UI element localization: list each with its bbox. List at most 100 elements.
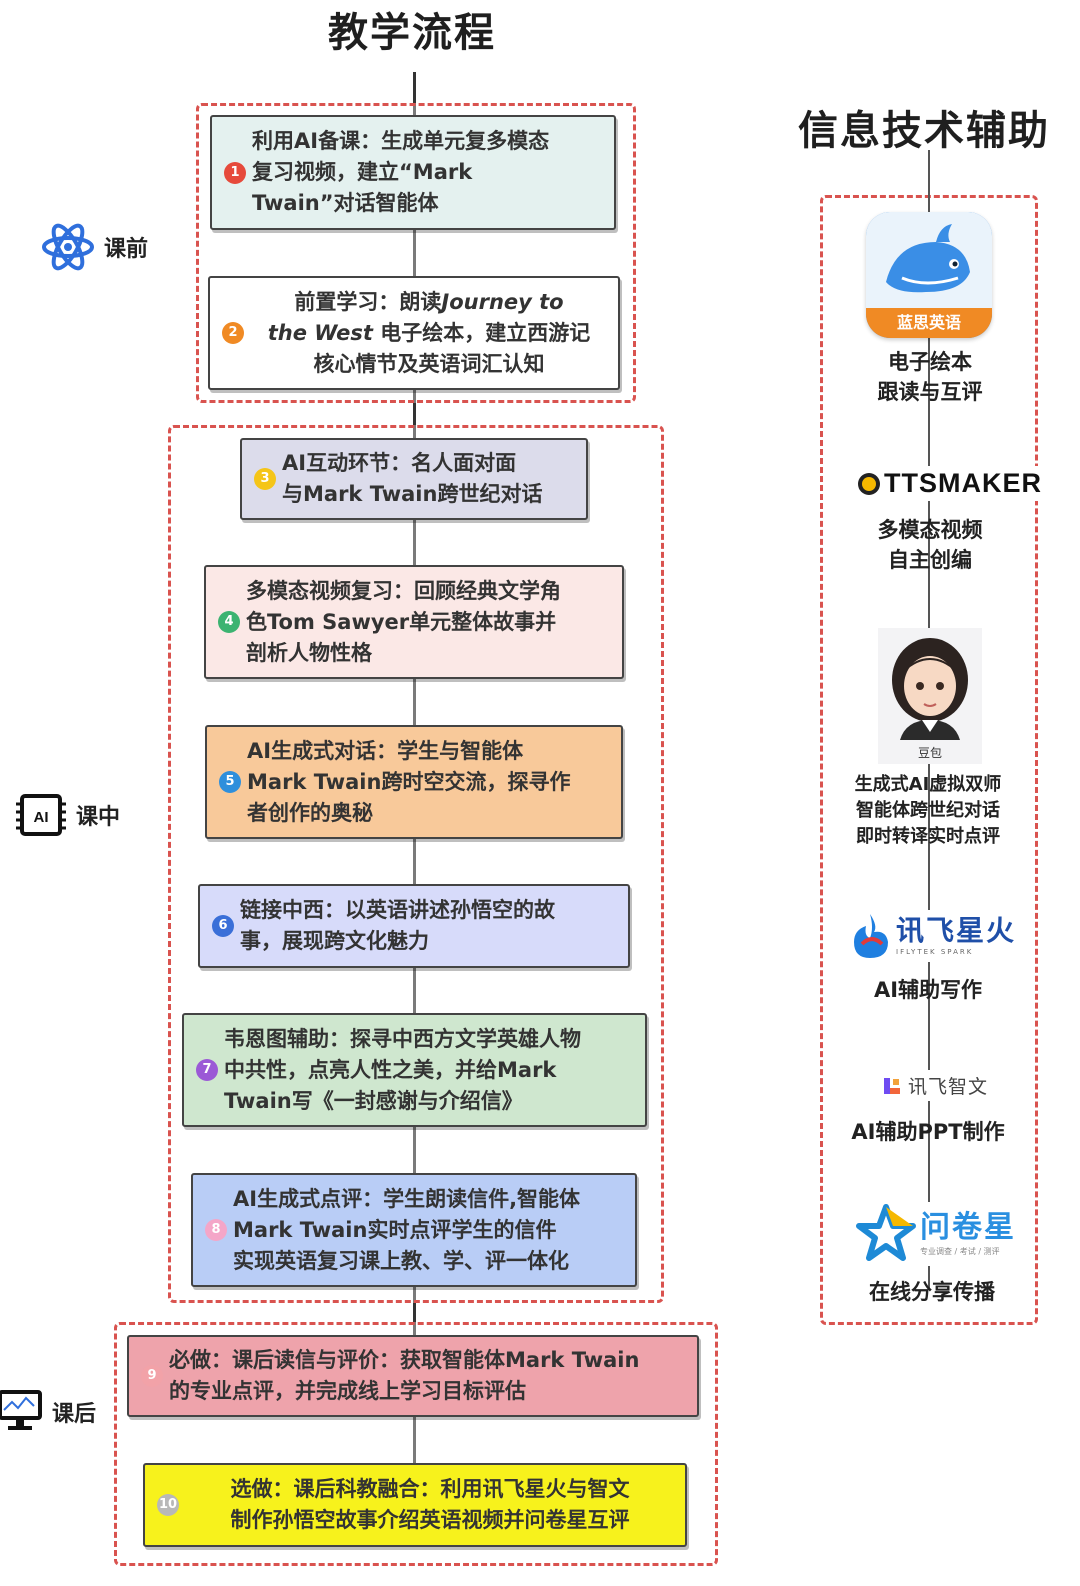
tool-lansi-logo-text: 蓝思英语 — [866, 308, 992, 338]
step-1-text: 利用AI备课：生成单元复多模态 复习视频，建立“Mark Twain”对话智能体 — [252, 126, 604, 219]
phase-post: 课后 — [0, 1388, 96, 1436]
tool-ttsmaker-caption-1: 多模态视频 — [877, 518, 983, 542]
step-1-line1: 利用AI备课：生成单元复多模态 — [252, 129, 550, 153]
step-2-line2b: 电子绘本，建立西游记 — [380, 320, 591, 345]
phase-pre-label: 课前 — [104, 237, 149, 262]
avatar-icon — [892, 638, 968, 740]
phase-in: AI 课中 — [14, 790, 120, 840]
tool-lansi-caption-1: 电子绘本 — [888, 350, 972, 374]
step-2-text: 前置学习：朗读Journey to the West 电子绘本，建立西游记 核心… — [250, 287, 608, 380]
step-7-line2: 中共性，点亮人性之美，并给Mark — [224, 1057, 557, 1082]
step-number-7: 7 — [196, 1059, 218, 1081]
step-1-line2: 复习视频，建立“Mark — [252, 160, 473, 184]
step-number-9: 9 — [141, 1365, 163, 1387]
step-6-line1: 链接中西：以英语讲述孙悟空的故 — [240, 898, 555, 922]
tool-ttsmaker-logo-text: TTSMAKER — [884, 468, 1042, 498]
step-10: 10 选做：课后科教融合：利用讯飞星火与智文 制作孙悟空故事介绍英语视频并问卷星… — [143, 1463, 687, 1547]
tool-xunfei-zhiwen-caption-1: AI辅助PPT制作 — [851, 1120, 1005, 1144]
step-1-line3: Twain”对话智能体 — [252, 191, 439, 215]
step-number-1: 1 — [224, 161, 246, 184]
step-5-line2: Mark Twain跨时空交流，探寻作 — [247, 769, 571, 794]
tool-ttsmaker-caption: 多模态视频 自主创编 — [820, 515, 1040, 575]
step-2-line1b: Journey to — [441, 289, 564, 314]
svg-text:AI: AI — [34, 809, 49, 826]
tool-xunfei-zhiwen-logo-text: 讯飞智文 — [908, 1076, 989, 1098]
step-number-6: 6 — [212, 915, 234, 937]
phase-post-label: 课后 — [52, 1402, 97, 1427]
step-number-5: 5 — [219, 771, 241, 793]
step-4-text: 多模态视频复习：回顾经典文学角 色Tom Sawyer单元整体故事并 剖析人物性… — [246, 576, 612, 669]
step-8: 8 AI生成式点评：学生朗读信件,智能体 Mark Twain实时点评学生的信件… — [191, 1173, 637, 1287]
step-8-text: AI生成式点评：学生朗读信件,智能体 Mark Twain实时点评学生的信件 实… — [233, 1184, 625, 1277]
tool-lansi-caption-2: 跟读与互评 — [877, 380, 983, 404]
step-10-line2: 制作孙悟空故事介绍英语视频并问卷星互评 — [230, 1508, 630, 1532]
step-8-line2: Mark Twain实时点评学生的信件 — [233, 1217, 557, 1242]
step-2-line3: 核心情节及英语词汇认知 — [313, 351, 545, 376]
monitor-icon — [0, 1390, 42, 1430]
tool-xunfei-spark-caption-1: AI辅助写作 — [873, 978, 983, 1002]
step-4-line3: 剖析人物性格 — [246, 640, 372, 665]
step-7: 7 韦恩图辅助：探寻中西方文学英雄人物 中共性，点亮人性之美，并给Mark Tw… — [182, 1013, 647, 1127]
step-3-line2: 与Mark Twain跨世纪对话 — [282, 482, 543, 506]
tool-wenjuanxing-caption-1: 在线分享传播 — [869, 1280, 995, 1304]
tool-xunfei-spark-logo-sub: IFLYTEK SPARK — [896, 948, 974, 956]
step-3-text: AI互动环节：名人面对面 与Mark Twain跨世纪对话 — [282, 448, 576, 510]
tool-wenjuanxing: 问卷星 专业调查 / 考试 / 测评 — [852, 1202, 1020, 1266]
ttsmaker-icon — [858, 472, 880, 495]
step-9-line1: 必做：课后读信与评价：获取智能体Mark Twain — [169, 1348, 640, 1372]
step-6: 6 链接中西：以英语讲述孙悟空的故 事，展现跨文化魅力 — [198, 884, 630, 968]
step-3: 3 AI互动环节：名人面对面 与Mark Twain跨世纪对话 — [240, 438, 588, 520]
flame-icon — [854, 914, 888, 958]
step-4-line2: 色Tom Sawyer单元整体故事并 — [246, 609, 557, 634]
ai-chip-icon: AI — [16, 794, 66, 836]
phase-pre: 课前 — [40, 222, 148, 272]
tool-xunfei-zhiwen: 讯飞智文 — [878, 1070, 993, 1101]
step-7-text: 韦恩图辅助：探寻中西方文学英雄人物 中共性，点亮人性之美，并给Mark Twai… — [224, 1024, 635, 1117]
tool-wenjuanxing-logo-sub: 专业调查 / 考试 / 测评 — [920, 1247, 1000, 1256]
step-2: 2 前置学习：朗读Journey to the West 电子绘本，建立西游记 … — [208, 276, 620, 390]
step-10-line1: 选做：课后科教融合：利用讯飞星火与智文 — [230, 1477, 630, 1501]
phase-in-label: 课中 — [76, 805, 121, 830]
step-9-text: 必做：课后读信与评价：获取智能体Mark Twain 的专业点评，并完成线上学习… — [169, 1345, 687, 1407]
step-5-text: AI生成式对话：学生与智能体 Mark Twain跨时空交流，探寻作 者创作的奥… — [247, 736, 611, 829]
tool-xunfei-spark-logo-text: 讯飞星火 — [896, 914, 1017, 947]
tool-doubao-caption-1: 生成式AI虚拟双师 — [854, 774, 1002, 795]
tool-xunfei-zhiwen-caption: AI辅助PPT制作 — [818, 1117, 1038, 1147]
atom-icon — [42, 223, 94, 271]
step-4-line1: 多模态视频复习：回顾经典文学角 — [246, 578, 561, 603]
tool-doubao: 豆包 — [878, 628, 982, 764]
step-number-2: 2 — [222, 322, 244, 344]
step-1: 1 利用AI备课：生成单元复多模态 复习视频，建立“Mark Twain”对话智… — [210, 115, 616, 230]
step-2-line1a: 前置学习：朗读 — [294, 289, 442, 314]
tool-lansi: 蓝思英语 — [866, 212, 992, 338]
step-8-line3: 实现英语复习课上教、学、评一体化 — [233, 1248, 569, 1273]
zhiwen-logo-icon — [884, 1077, 900, 1094]
tool-lansi-caption: 电子绘本 跟读与互评 — [820, 347, 1040, 407]
tool-wenjuanxing-logo-text: 问卷星 — [920, 1210, 1016, 1245]
step-3-line1: AI互动环节：名人面对面 — [282, 451, 517, 475]
step-10-text: 选做：课后科教融合：利用讯飞星火与智文 制作孙悟空故事介绍英语视频并问卷星互评 — [185, 1474, 675, 1536]
step-6-line2: 事，展现跨文化魅力 — [240, 929, 429, 953]
step-8-line1: AI生成式点评：学生朗读信件,智能体 — [233, 1186, 581, 1211]
step-7-line3: Twain写《一封感谢与介绍信》 — [224, 1088, 523, 1113]
tool-xunfei-spark: 讯飞星火 IFLYTEK SPARK — [846, 910, 1021, 962]
step-5: 5 AI生成式对话：学生与智能体 Mark Twain跨时空交流，探寻作 者创作… — [205, 725, 623, 839]
step-number-8: 8 — [205, 1219, 227, 1241]
step-9-line2: 的专业点评，并完成线上学习目标评估 — [169, 1379, 526, 1403]
step-2-line2a: the West — [267, 320, 373, 345]
step-number-10: 10 — [157, 1494, 179, 1516]
step-6-text: 链接中西：以英语讲述孙悟空的故 事，展现跨文化魅力 — [240, 895, 618, 957]
star-icon — [856, 1204, 916, 1261]
step-number-4: 4 — [218, 611, 240, 633]
step-4: 4 多模态视频复习：回顾经典文学角 色Tom Sawyer单元整体故事并 剖析人… — [204, 565, 624, 679]
tool-ttsmaker-caption-2: 自主创编 — [888, 548, 972, 572]
step-5-line3: 者创作的奥秘 — [247, 800, 373, 825]
whale-icon — [866, 212, 992, 308]
tool-wenjuanxing-caption: 在线分享传播 — [822, 1277, 1042, 1307]
step-number-3: 3 — [254, 468, 276, 490]
step-5-line1: AI生成式对话：学生与智能体 — [247, 738, 524, 763]
tool-ttsmaker: TTSMAKER — [854, 466, 1046, 501]
step-2-line1: 前置学习：朗读Journey to — [250, 287, 608, 318]
step-2-line2: the West 电子绘本，建立西游记 — [250, 318, 608, 349]
tool-doubao-caption-3: 即时转译实时点评 — [856, 826, 1000, 847]
